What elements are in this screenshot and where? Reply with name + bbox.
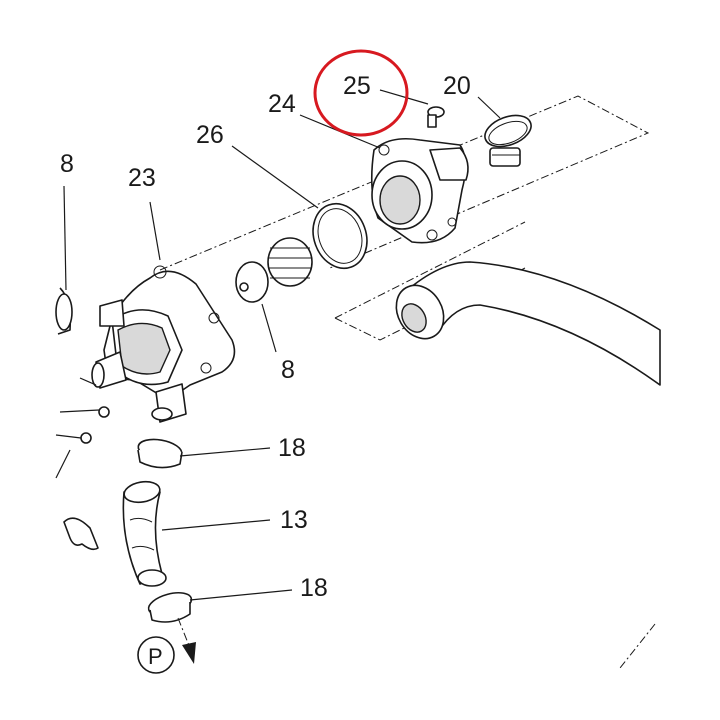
assembly-frame: [159, 95, 656, 669]
callout-8-mid: 8: [281, 356, 295, 384]
callout-23: 23: [128, 164, 156, 192]
hose-clamp-18-bottom: [147, 591, 193, 623]
hose-clamp-20: [484, 114, 532, 167]
flow-arrow: [137, 617, 196, 674]
hose-clamp-18-top: [137, 438, 183, 469]
callout-8-top: 8: [60, 150, 74, 178]
thermostat-8: [235, 237, 313, 303]
callout-20: 20: [443, 72, 471, 100]
left-connector-parts: [55, 287, 110, 551]
callout-p: P: [148, 644, 163, 669]
callout-13: 13: [280, 506, 308, 534]
bolt-25: [427, 106, 445, 128]
callout-25: 25: [343, 72, 371, 100]
thermostat-cover-24: [370, 137, 469, 244]
callout-18-top: 18: [278, 434, 306, 462]
callout-26: 26: [196, 121, 224, 149]
thermostat-housing-23: [91, 265, 236, 423]
callout-24: 24: [268, 90, 296, 118]
highlight-circle: [313, 49, 409, 137]
hose-13: [122, 480, 167, 587]
callout-18-bottom: 18: [300, 574, 328, 602]
o-ring-26: [312, 202, 368, 270]
coolant-hose: [395, 261, 661, 386]
